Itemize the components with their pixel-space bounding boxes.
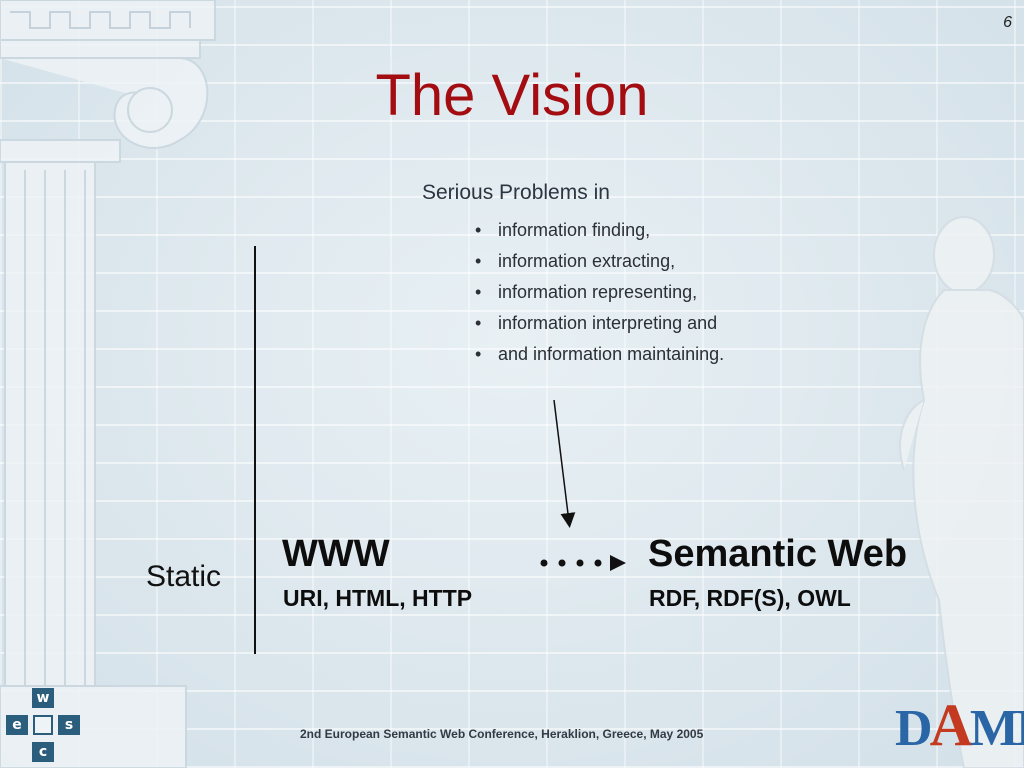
- eswc-logo-letter: e: [6, 715, 28, 735]
- list-item-text: information interpreting and: [498, 313, 718, 333]
- daml-logo-letter: D: [895, 700, 933, 757]
- eswc-logo-letter: c: [32, 742, 54, 762]
- slide-title: The Vision: [375, 63, 649, 128]
- ionic-column-decoration: [0, 0, 216, 768]
- statue-decoration: [899, 216, 1024, 768]
- www-subtitle: URI, HTML, HTTP: [283, 585, 473, 611]
- list-item: • information interpreting and: [475, 311, 724, 342]
- daml-logo-letter: ML: [969, 700, 1024, 757]
- vertical-divider-line: [254, 246, 256, 654]
- list-item-text: information representing,: [498, 282, 698, 302]
- daml-logo: DAML: [895, 690, 1024, 760]
- problems-heading: Serious Problems in: [422, 181, 610, 204]
- list-item: • information extracting,: [475, 249, 724, 280]
- list-item-text: information extracting,: [498, 251, 676, 271]
- slide-number: 6: [1003, 14, 1012, 31]
- www-title: WWW: [282, 533, 390, 575]
- semantic-web-title: Semantic Web: [648, 533, 908, 575]
- daml-logo-letter: A: [929, 692, 973, 758]
- footer-text: 2nd European Semantic Web Conference, He…: [300, 727, 704, 741]
- static-label: Static: [146, 560, 222, 593]
- eswc-logo: w e s c: [6, 688, 80, 764]
- bullet-icon: •: [475, 220, 482, 240]
- eswc-logo-center: [33, 715, 53, 735]
- list-item-text: information finding,: [498, 220, 651, 240]
- bullet-icon: •: [475, 344, 482, 364]
- list-item: • information representing,: [475, 280, 724, 311]
- list-item-text: and information maintaining.: [498, 344, 725, 364]
- semantic-web-subtitle: RDF, RDF(S), OWL: [649, 585, 851, 611]
- problems-list: • information finding, • information extra…: [475, 218, 724, 373]
- list-item: • information finding,: [475, 218, 724, 249]
- eswc-logo-letter: s: [58, 715, 80, 735]
- bullet-icon: •: [475, 282, 482, 302]
- bullet-icon: •: [475, 313, 482, 333]
- bullet-icon: •: [475, 251, 482, 271]
- list-item: • and information maintaining.: [475, 342, 724, 373]
- eswc-logo-letter: w: [32, 688, 54, 708]
